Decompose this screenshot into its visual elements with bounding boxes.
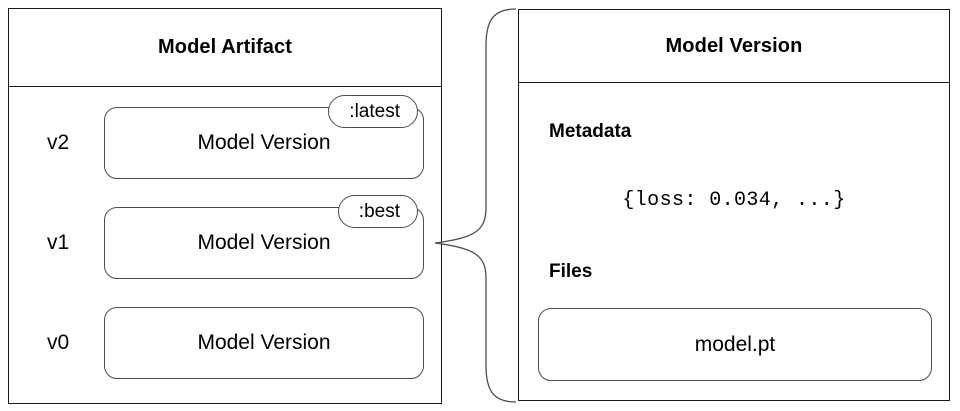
version-box-v1[interactable]: Model Version :best bbox=[104, 195, 424, 279]
version-label-v0: v0 bbox=[47, 331, 70, 354]
version-label-v1: v1 bbox=[47, 231, 70, 254]
file-item-model-pt[interactable]: model.pt bbox=[538, 308, 932, 381]
model-artifact-body: v2 Model Version :latest v1 Model Versio… bbox=[9, 87, 441, 403]
model-version-panel: Model Version Metadata {loss: 0.034, ...… bbox=[518, 9, 950, 401]
version-box-label-v2: Model Version bbox=[197, 131, 331, 154]
version-row-v0: v0 Model Version bbox=[9, 293, 441, 393]
version-box-v2[interactable]: Model Version :latest bbox=[104, 95, 424, 179]
version-box-v0[interactable]: Model Version bbox=[104, 307, 424, 379]
model-version-title: Model Version bbox=[519, 10, 949, 83]
model-version-body: Metadata {loss: 0.034, ...} Files model.… bbox=[519, 83, 949, 400]
tag-pill-latest[interactable]: :latest bbox=[328, 95, 418, 128]
version-box-label-v0: Model Version bbox=[197, 331, 331, 354]
metadata-heading: Metadata bbox=[549, 121, 632, 142]
version-row-v1: v1 Model Version :best bbox=[9, 193, 441, 293]
version-row-v2: v2 Model Version :latest bbox=[9, 93, 441, 193]
file-item-label: model.pt bbox=[694, 332, 776, 356]
tag-pill-best[interactable]: :best bbox=[337, 195, 418, 228]
files-heading: Files bbox=[549, 261, 593, 282]
brace-connector-icon bbox=[434, 8, 517, 403]
version-label-v2: v2 bbox=[47, 131, 70, 154]
version-box-label-v1: Model Version bbox=[197, 231, 331, 254]
model-artifact-panel: Model Artifact v2 Model Version :latest … bbox=[8, 8, 442, 404]
metadata-value: {loss: 0.034, ...} bbox=[622, 189, 846, 212]
model-artifact-title: Model Artifact bbox=[9, 9, 441, 87]
